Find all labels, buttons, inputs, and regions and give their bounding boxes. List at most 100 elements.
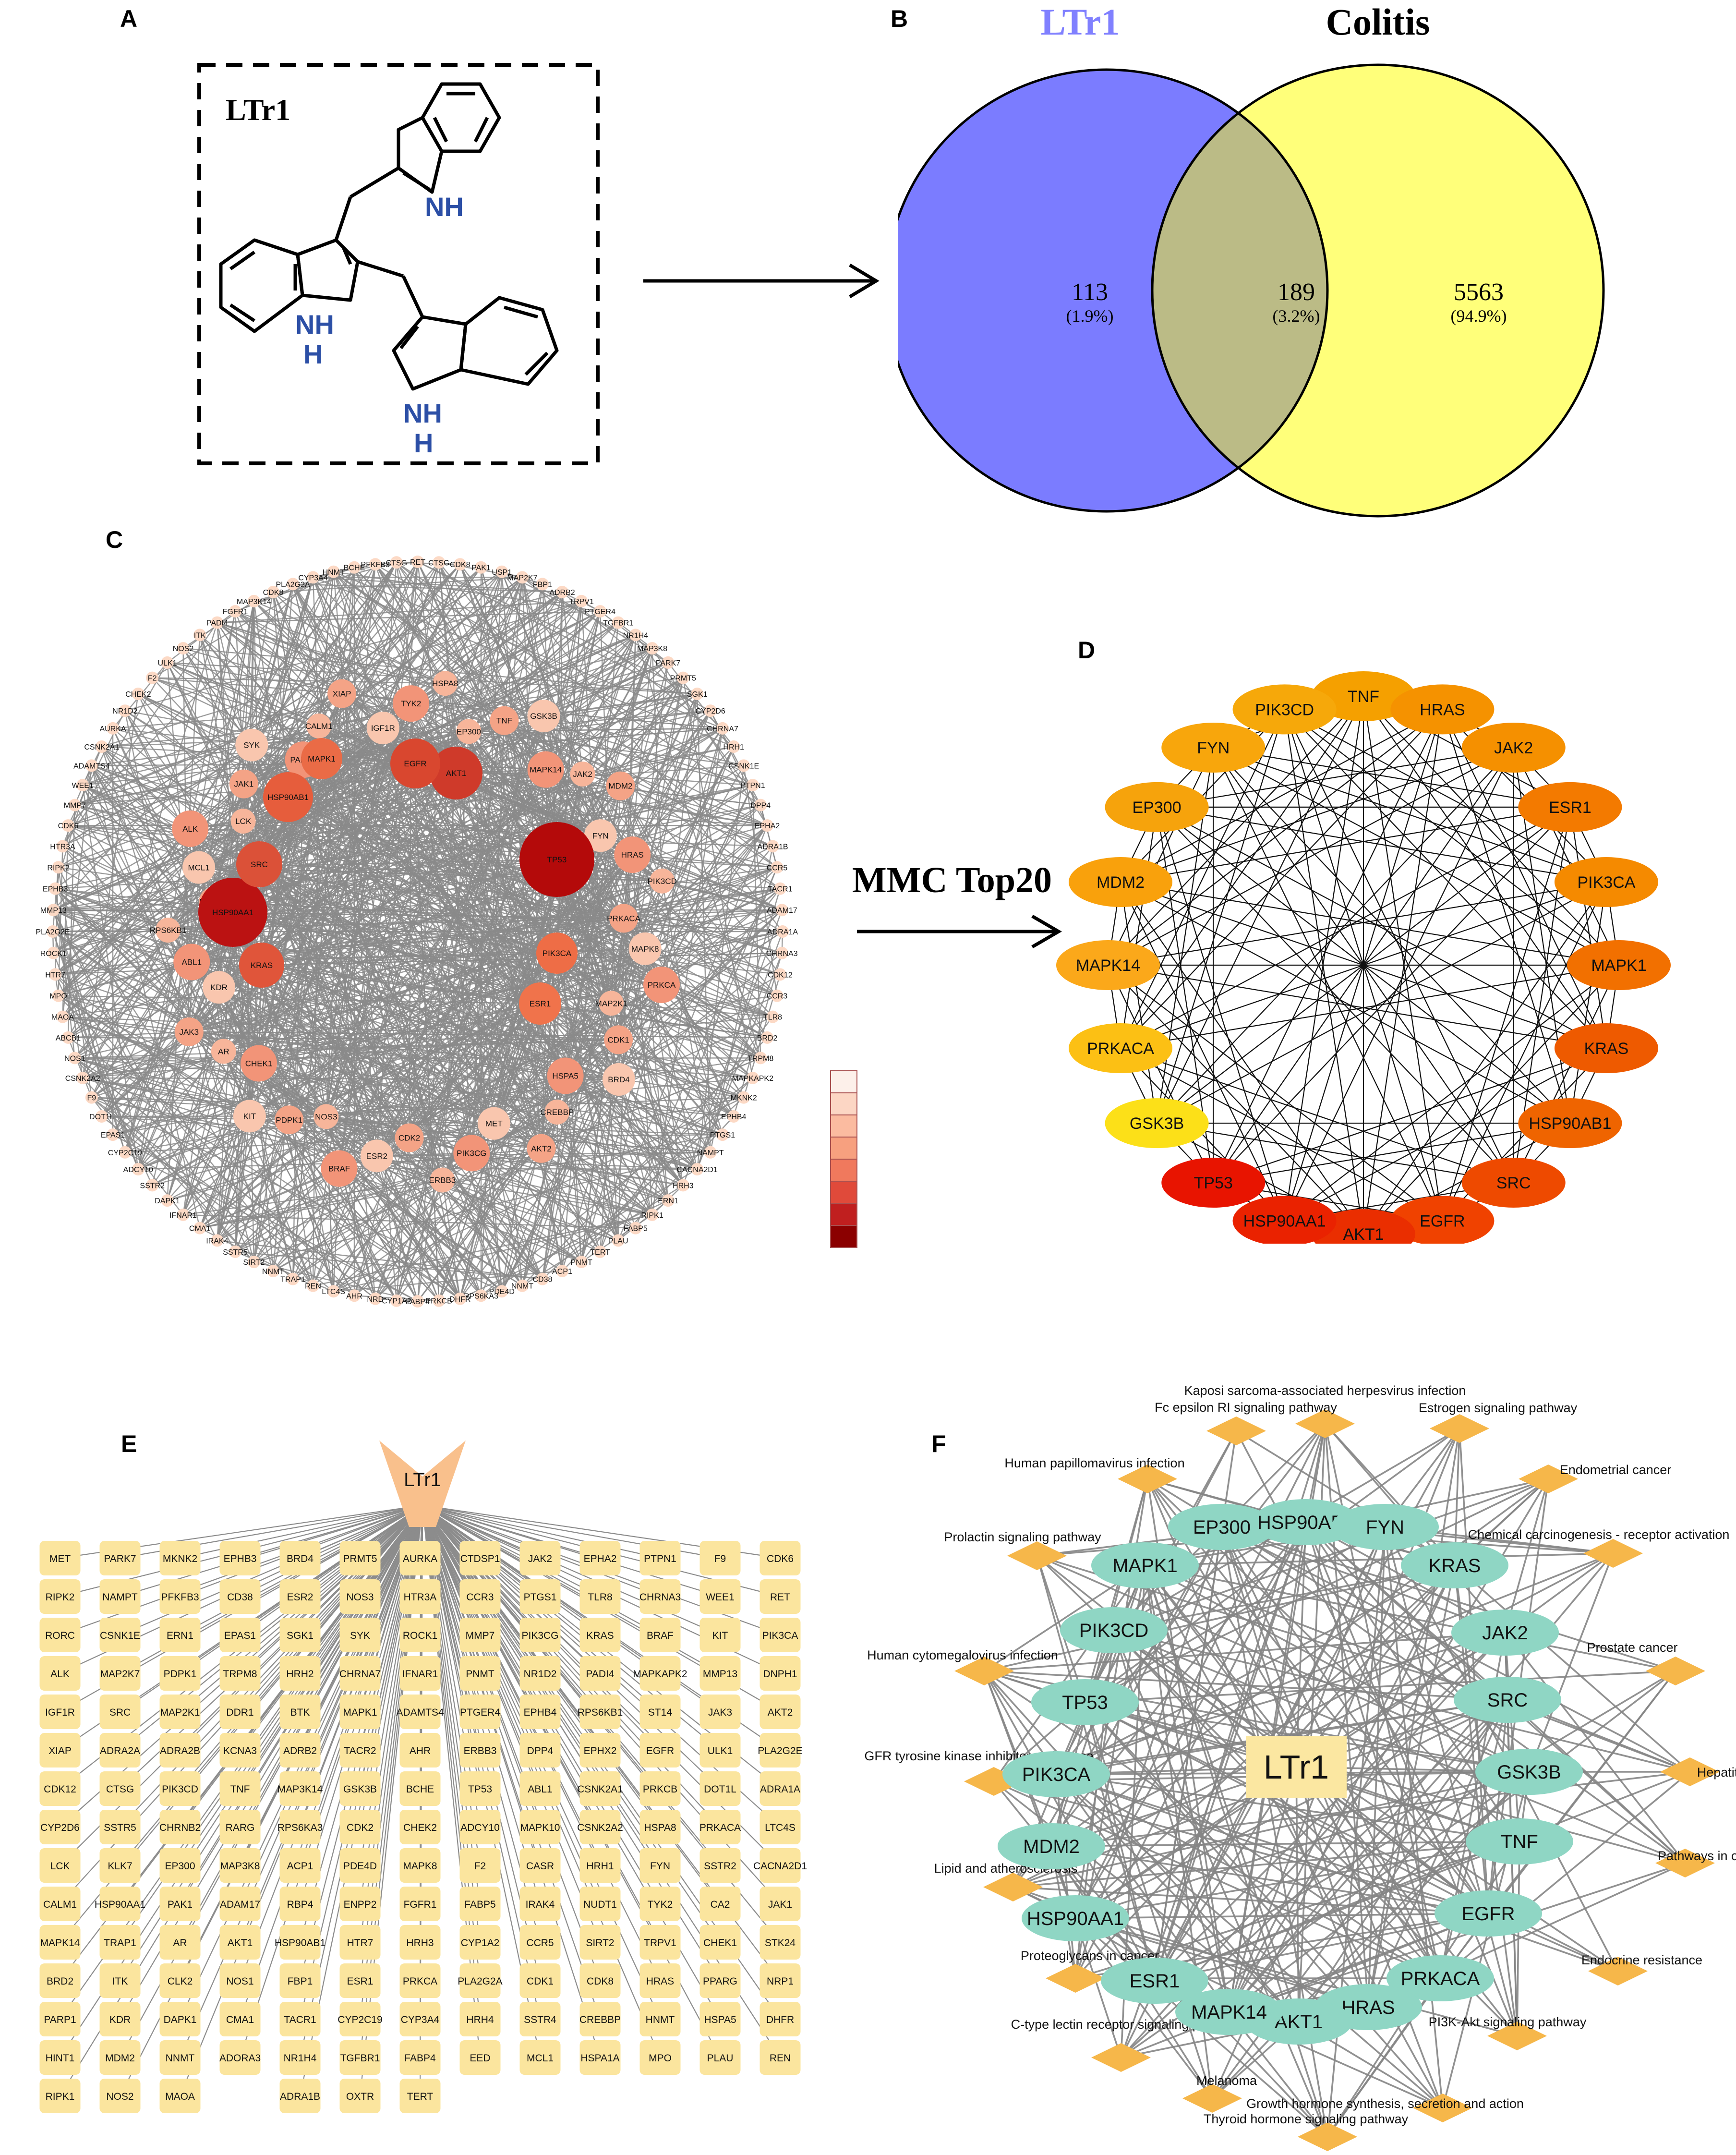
target-box-label: AR	[173, 1937, 187, 1949]
target-box-label: HSPA5	[704, 2014, 736, 2025]
target-box-label: HRH3	[406, 1937, 434, 1949]
target-box: CA2	[699, 1887, 741, 1921]
node-label: PLA2G2A	[276, 581, 310, 589]
target-node: MAPK1	[1091, 1542, 1199, 1588]
top20-node-label: MAPK14	[1076, 956, 1140, 975]
top20-node-label: TP53	[1194, 1174, 1233, 1192]
target-box-label: CDK12	[44, 1784, 76, 1795]
top20-node: PIK3CD	[1232, 684, 1337, 735]
top20-node: TP53	[1161, 1158, 1266, 1208]
target-box: MMP13	[699, 1656, 741, 1691]
target-box: DAPK1	[159, 2002, 201, 2036]
target-box: CYP1A2	[459, 1925, 501, 1960]
network-node: CHRNA3	[766, 946, 798, 959]
target-box: TERT	[399, 2079, 441, 2113]
network-node: AR	[211, 1039, 236, 1064]
node-label: NOS1	[64, 1054, 85, 1063]
node-label: MAOA	[51, 1014, 74, 1022]
network-node: MAP3K8	[637, 642, 667, 655]
node-label: HRH3	[673, 1182, 694, 1190]
node-label: CYP3A4	[298, 574, 327, 582]
node-label: KRAS	[251, 961, 273, 970]
pathway-node: Growth hormone synthesis, secretion and …	[1246, 2094, 1524, 2122]
network-node: SGK1	[687, 688, 708, 701]
node-label: CYP2D6	[695, 707, 725, 715]
target-box-label: TGFBR1	[340, 2053, 380, 2064]
target-box-label: HSPA1A	[580, 2053, 619, 2064]
pathway-node: Pathways in cancer	[1655, 1849, 1736, 1877]
top20-node-label: TNF	[1348, 688, 1379, 706]
target-box: HINT1	[39, 2040, 81, 2075]
target-box: RET	[760, 1579, 801, 1614]
target-box-label: CACNA2D1	[753, 1861, 807, 1872]
target-box: JAK2	[519, 1541, 561, 1575]
target-box-label: ADCY10	[460, 1822, 500, 1833]
pathway-label: Kaposi sarcoma-associated herpesvirus in…	[1184, 1383, 1466, 1398]
node-label: AKT2	[531, 1144, 552, 1153]
node-label: AKT1	[446, 769, 467, 778]
target-box-label: RBP4	[287, 1899, 313, 1910]
target-box: CCR3	[459, 1579, 501, 1614]
target-box: ROCK1	[399, 1618, 441, 1652]
target-box-label: MAP3K14	[277, 1784, 323, 1795]
target-box: CLK2	[159, 1963, 201, 1998]
target-box-label: FYN	[650, 1861, 670, 1872]
target-node: KRAS	[1401, 1542, 1508, 1588]
top20-node-label: GSK3B	[1130, 1114, 1184, 1133]
network-node: DAPK1	[155, 1194, 180, 1207]
top20-node-label: MDM2	[1097, 873, 1145, 892]
network-node: NR1D2	[112, 704, 138, 717]
target-box-label: FGFR1	[404, 1899, 437, 1910]
target-box-label: MET	[49, 1553, 71, 1564]
pathway-label: Prostate cancer	[1587, 1640, 1677, 1655]
target-box-label: PIK3CG	[521, 1630, 558, 1641]
target-box: CTSG	[99, 1771, 141, 1806]
node-label: CTSG	[386, 559, 407, 567]
target-box: ULK1	[699, 1733, 741, 1768]
target-box: DNPH1	[760, 1656, 801, 1691]
target-box: NRP1	[760, 1963, 801, 1998]
target-box-label: IFNAR1	[402, 1669, 438, 1680]
node-label: CHEK2	[125, 690, 151, 699]
target-box-label: BRD2	[47, 1976, 73, 1987]
network-node: PFKFB3	[361, 558, 390, 571]
node-label: HRAS	[621, 850, 644, 860]
target-box: TGFBR1	[339, 2040, 381, 2075]
target-box-label: RPS6KA3	[277, 1822, 323, 1833]
target-box: SSTR2	[699, 1848, 741, 1883]
target-box: MAPK1	[339, 1695, 381, 1729]
node-label: PTGS1	[710, 1131, 735, 1139]
target-box-label: KCNA3	[223, 1745, 257, 1756]
network-node: PIK3CA	[536, 932, 578, 974]
target-box: FYN	[639, 1848, 681, 1883]
node-label: NNMT	[511, 1283, 533, 1291]
node-label: PTGER4	[585, 608, 615, 616]
target-box: PAK1	[159, 1887, 201, 1921]
node-label: SYK	[243, 741, 260, 750]
target-box: EGFR	[639, 1733, 681, 1768]
target-box: TP53	[459, 1771, 501, 1806]
node-label: PIK3CG	[457, 1149, 486, 1158]
network-node: HNMT	[323, 565, 345, 578]
target-box: MAPK10	[519, 1810, 561, 1844]
network-node: SSTR2	[140, 1179, 165, 1192]
target-box: PTGS1	[519, 1579, 561, 1614]
network-node: DOT1L	[89, 1110, 114, 1123]
node-label: FGFR1	[223, 608, 248, 616]
network-node: FYN	[584, 819, 617, 852]
target-box-label: EGFR	[646, 1745, 674, 1756]
h-label-mid: H	[303, 339, 323, 369]
target-box: GSK3B	[339, 1771, 381, 1806]
target-box-label: RET	[770, 1592, 790, 1603]
target-node: SRC	[1454, 1677, 1561, 1723]
target-box: MAP3K8	[219, 1848, 261, 1883]
target-box: ERN1	[159, 1618, 201, 1652]
target-box-label: MAPK10	[520, 1822, 560, 1833]
network-node: AHR	[346, 1289, 362, 1302]
node-label: CDK8	[450, 561, 470, 569]
node-label: CHEK1	[245, 1059, 273, 1068]
target-box: JAK3	[699, 1695, 741, 1729]
node-label: MKNK2	[731, 1094, 757, 1102]
target-box-label: MPO	[649, 2053, 672, 2064]
target-box-label: IGF1R	[45, 1707, 75, 1718]
